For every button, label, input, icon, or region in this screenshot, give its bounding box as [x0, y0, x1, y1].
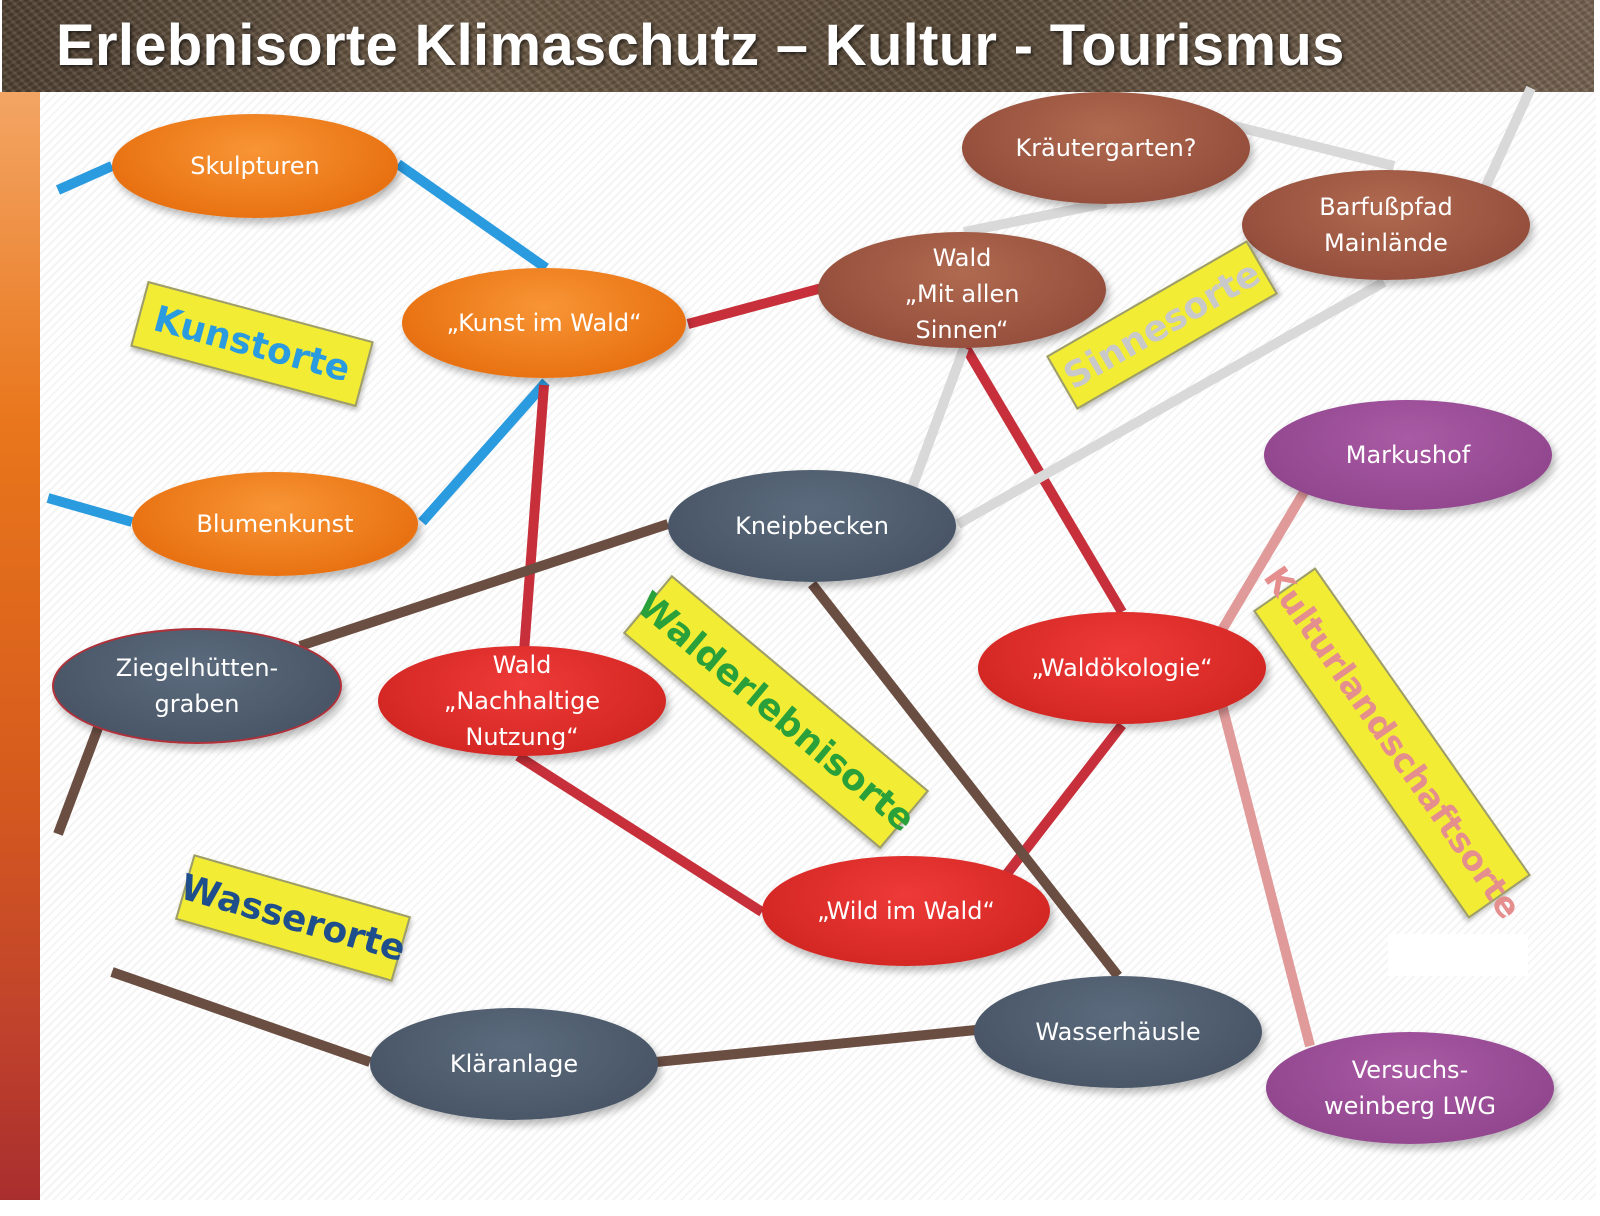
edge-skulpturen-left	[55, 161, 115, 195]
title-banner: Erlebnisorte Klimaschutz – Kultur - Tour…	[2, 0, 1594, 92]
node-wald-nutzung: Wald „Nachhaltige Nutzung“	[378, 646, 666, 756]
edge-kraeuter-barfuss	[1232, 121, 1396, 171]
edge-left-klaeranlage	[110, 967, 372, 1067]
node-markushof: Markushof	[1264, 400, 1552, 510]
edge-kraeuter-waldsinne	[962, 198, 1108, 237]
node-wild-im-wald: „Wild im Wald“	[762, 856, 1050, 966]
edge-ziegel-left	[53, 726, 103, 836]
page-title: Erlebnisorte Klimaschutz – Kultur - Tour…	[56, 13, 1345, 78]
node-skulpturen: Skulpturen	[112, 114, 398, 218]
edge-barfuss-kneip	[955, 277, 1387, 529]
edge-kneip-wasserhaeusle	[808, 580, 1122, 980]
white-patch	[1388, 934, 1528, 976]
node-blumenkunst: Blumenkunst	[132, 472, 418, 576]
node-versuchsweinberg: Versuchs- weinberg LWG	[1266, 1032, 1554, 1144]
edge-waldoekologie-versuchsweinberg	[1217, 703, 1315, 1048]
edge-kunst-blumenkunst	[418, 378, 550, 526]
node-klaeranlage: Kläranlage	[370, 1008, 658, 1120]
edge-barfuss-top	[1481, 85, 1536, 189]
node-wasserhaeusle: Wasserhäusle	[974, 976, 1262, 1088]
gradient-sidebar	[0, 92, 40, 1200]
node-barfusspfad: Barfußpfad Mainlände	[1242, 170, 1530, 280]
node-ziegelhuetten: Ziegelhütten- graben	[52, 628, 342, 744]
edge-kneip-ziegel	[298, 519, 670, 651]
edge-waldsinne-kneip	[907, 346, 969, 490]
edge-kunst-waldnutzung	[519, 384, 549, 653]
node-kraeutergarten: Kräutergarten?	[962, 92, 1250, 204]
node-kneipbecken: Kneipbecken	[668, 470, 956, 582]
edge-blumenkunst-left	[46, 493, 134, 527]
node-waldoekologie: „Waldökologie“	[978, 612, 1266, 724]
edge-skulpturen-kunst	[395, 159, 549, 273]
edge-waldnutzung-wild	[515, 751, 765, 917]
node-wald-sinne: Wald „Mit allen Sinnen“	[818, 232, 1106, 348]
node-kunst-im-wald: „Kunst im Wald“	[402, 268, 686, 378]
edge-klaeranlage-wasserhaeusle	[655, 1025, 977, 1067]
edge-kunst-waldsinne	[686, 283, 824, 329]
edge-markushof-waldoekologie	[1217, 489, 1309, 633]
